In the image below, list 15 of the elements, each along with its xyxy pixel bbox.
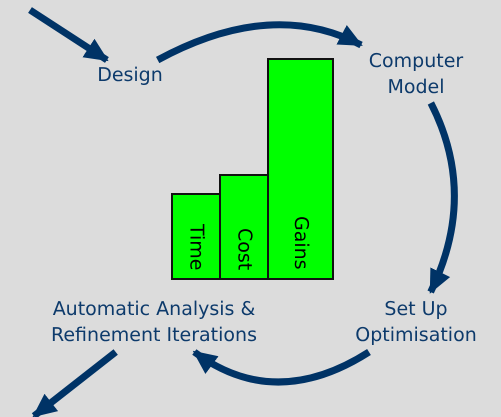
bar-label: Cost: [234, 228, 254, 270]
step-label: Computer Model: [368, 49, 464, 100]
step-label: Set Up Optimisation: [354, 297, 478, 348]
step-label: Design: [97, 63, 163, 88]
curved-arrow: [192, 348, 371, 386]
bar: [171, 193, 221, 280]
curved-arrow: [32, 349, 118, 417]
curved-arrow: [156, 21, 363, 64]
bar-label: Time: [186, 224, 206, 270]
bar-label: Gains: [291, 216, 310, 270]
bar: [267, 58, 334, 280]
bar: [219, 174, 269, 280]
step-label: Automatic Analysis & Refinement Iterations: [50, 297, 258, 348]
curved-arrow: [28, 7, 109, 63]
curved-arrow: [427, 102, 458, 294]
